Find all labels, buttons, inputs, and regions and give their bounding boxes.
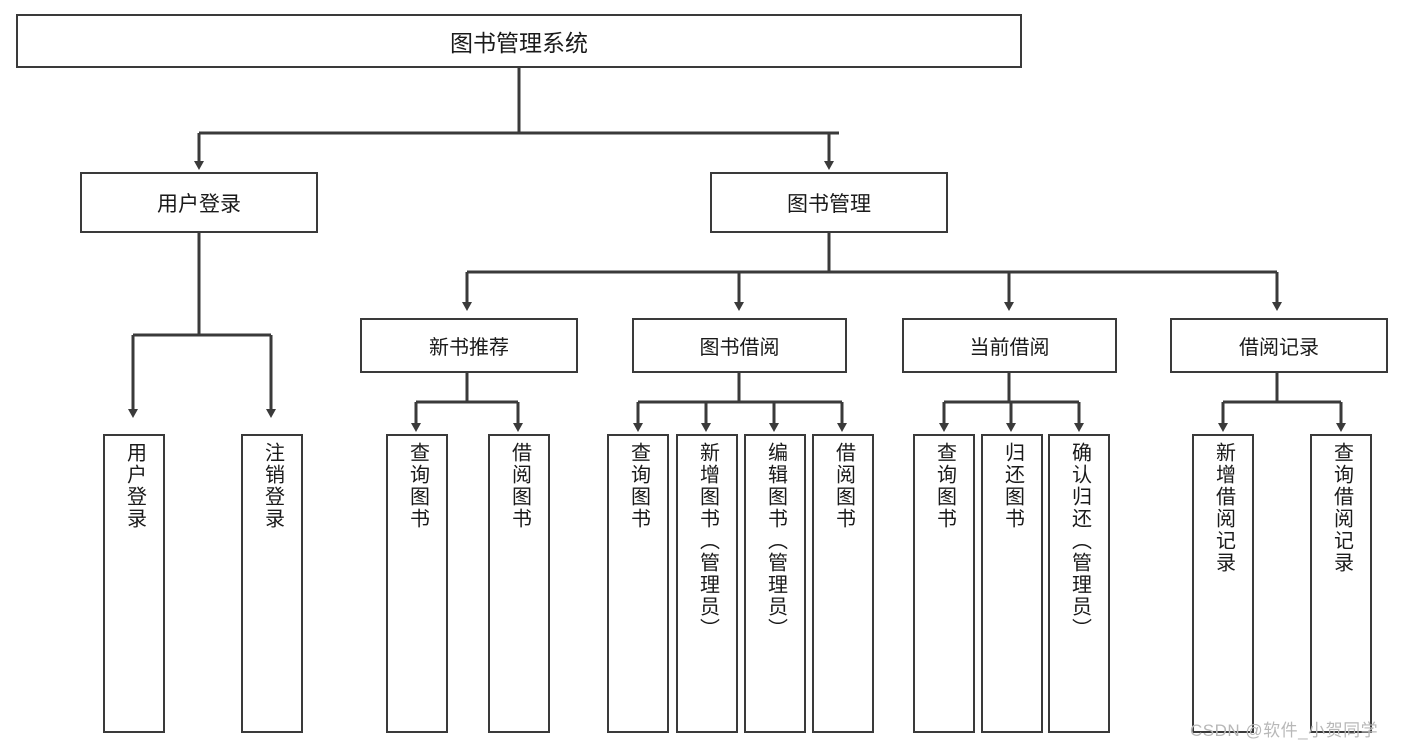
leaf-label: 归还图书 [1001, 442, 1024, 530]
leaf-user-login-logout[interactable]: 注销登录 [241, 434, 303, 733]
leaf-label: 查询图书 [406, 442, 429, 530]
leaf-borrow-add-book[interactable]: 新增图书（管理员） [676, 434, 738, 733]
leaf-label: 借阅图书 [508, 442, 531, 530]
node-book-management[interactable]: 图书管理 [710, 172, 948, 233]
leaf-current-query-book[interactable]: 查询图书 [913, 434, 975, 733]
leaf-record-query-record[interactable]: 查询借阅记录 [1310, 434, 1372, 733]
leaf-label: 查询借阅记录 [1330, 442, 1353, 574]
leaf-borrow-edit-book[interactable]: 编辑图书（管理员） [744, 434, 806, 733]
leaf-label: 新增借阅记录 [1212, 442, 1235, 574]
node-book-borrow[interactable]: 图书借阅 [632, 318, 847, 373]
node-borrow-record[interactable]: 借阅记录 [1170, 318, 1388, 373]
leaf-label: 用户登录 [123, 442, 146, 530]
leaf-borrow-borrow-book[interactable]: 借阅图书 [812, 434, 874, 733]
node-root-system[interactable]: 图书管理系统 [16, 14, 1022, 68]
node-current-borrow[interactable]: 当前借阅 [902, 318, 1117, 373]
leaf-label: 借阅图书 [832, 442, 855, 530]
leaf-user-login-login[interactable]: 用户登录 [103, 434, 165, 733]
leaf-label: 确认归还（管理员） [1068, 442, 1091, 640]
leaf-label: 编辑图书（管理员） [764, 442, 787, 640]
leaf-label: 新增图书（管理员） [696, 442, 719, 640]
leaf-record-add-record[interactable]: 新增借阅记录 [1192, 434, 1254, 733]
leaf-recommend-query-book[interactable]: 查询图书 [386, 434, 448, 733]
node-user-login[interactable]: 用户登录 [80, 172, 318, 233]
leaf-label: 查询图书 [933, 442, 956, 530]
csdn-watermark: CSDN @软件_小贺同学 [1190, 721, 1379, 740]
leaf-borrow-query-book[interactable]: 查询图书 [607, 434, 669, 733]
leaf-label: 注销登录 [261, 442, 284, 530]
leaf-label: 查询图书 [627, 442, 650, 530]
leaf-current-return-book[interactable]: 归还图书 [981, 434, 1043, 733]
leaf-current-confirm-return[interactable]: 确认归还（管理员） [1048, 434, 1110, 733]
leaf-recommend-borrow-book[interactable]: 借阅图书 [488, 434, 550, 733]
node-new-book-recommend[interactable]: 新书推荐 [360, 318, 578, 373]
